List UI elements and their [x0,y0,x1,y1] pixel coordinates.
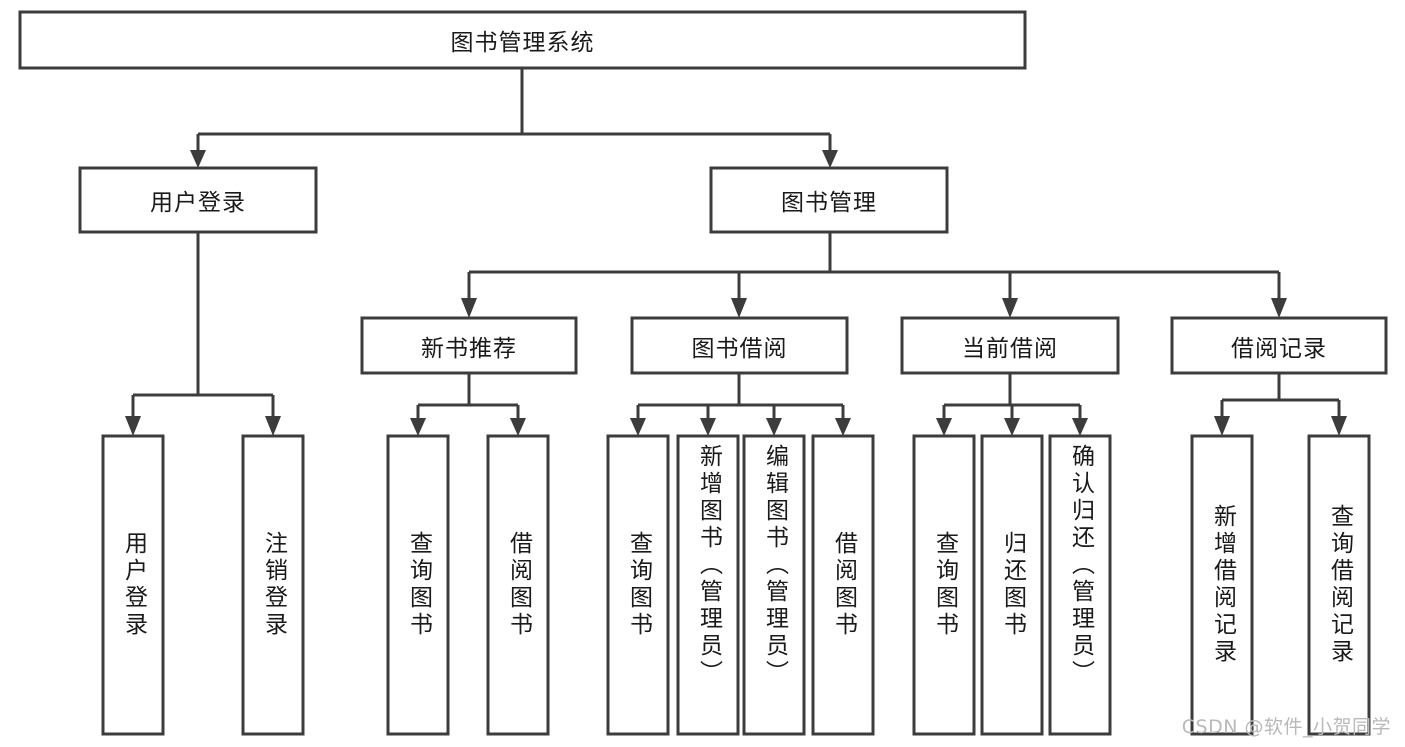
node-box-leaf-confirm-return[interactable] [1048,434,1112,736]
node-box-borrow-record[interactable] [1170,316,1388,375]
node-box-book-manage[interactable] [709,166,949,234]
edges-userlogin-to-leaves [125,232,281,436]
arrowhead-current-borrow [1002,298,1018,318]
node-box-book-borrow[interactable] [630,316,849,375]
arrowhead-borrow-record [1271,298,1287,318]
node-box-leaf-query-book-3[interactable] [912,434,976,736]
arrowhead-leaf-user-login [125,416,141,436]
arrowhead-leaf-add-book [700,418,716,436]
arrowhead-leaf-logout-login [265,416,281,436]
edges-currentborrow-to-leaves [936,373,1088,436]
edges-newbook-to-leaves [410,373,526,436]
arrowhead-leaf-confirm-return [1072,418,1088,436]
arrowhead-leaf-return-book [1004,418,1020,436]
node-box-leaf-add-book[interactable] [676,434,740,736]
node-box-current-borrow[interactable] [900,316,1120,375]
arrowhead-leaf-add-record [1214,416,1230,436]
node-box-leaf-return-book[interactable] [980,434,1044,736]
arrowhead-leaf-query-record [1331,416,1347,436]
node-box-leaf-query-record[interactable] [1307,434,1371,736]
node-box-user-login[interactable] [78,166,318,234]
node-box-leaf-user-login[interactable] [101,434,165,736]
edges-borrowrecord-to-leaves [1214,373,1347,436]
node-box-leaf-borrow-book-2[interactable] [811,434,875,736]
arrowhead-new-book-recommend [461,298,477,318]
arrowhead-leaf-borrow-book-2 [835,418,851,436]
edges-bookborrow-to-leaves [630,373,851,436]
arrowhead-leaf-query-book-2 [630,418,646,436]
node-box-leaf-add-record[interactable] [1190,434,1254,736]
arrowhead-user-login [190,150,206,168]
csdn-watermark: CSDN @软件_小贺同学 [1181,716,1391,738]
node-box-leaf-query-book-1[interactable] [386,434,450,736]
node-box-leaf-borrow-book-1[interactable] [486,434,550,736]
arrowhead-leaf-edit-book [766,418,782,436]
edges-bookmanage-to-level2 [461,232,1287,318]
node-box-root[interactable] [18,10,1027,70]
node-box-leaf-query-book-2[interactable] [606,434,670,736]
edges-root-to-level1 [190,68,838,168]
node-box-leaf-logout-login[interactable] [241,434,305,736]
arrowhead-leaf-borrow-book-1 [510,418,526,436]
node-box-leaf-edit-book[interactable] [742,434,806,736]
arrowhead-book-borrow [731,298,747,318]
arrowhead-leaf-query-book-1 [410,418,426,436]
arrowhead-book-manage [822,150,838,168]
node-box-new-book-recommend[interactable] [360,316,578,375]
arrowhead-leaf-query-book-3 [936,418,952,436]
